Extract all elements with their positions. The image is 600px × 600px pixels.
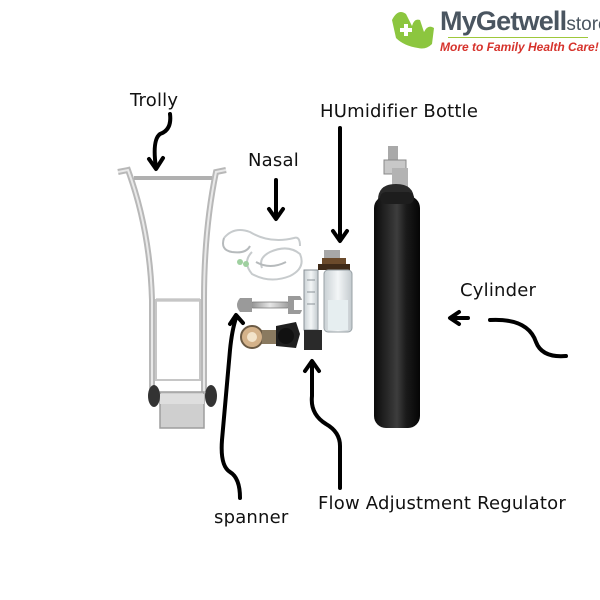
brand-divider <box>448 37 588 38</box>
label-nasal: Nasal <box>248 150 299 171</box>
brand-name: MyGetwellstore® <box>440 6 600 37</box>
label-cylinder: Cylinder <box>460 280 537 301</box>
arrow-icon <box>147 112 568 500</box>
nasal-cannula-image <box>222 229 303 281</box>
label-flow-regulator: Flow Adjustment Regulator <box>318 493 566 514</box>
spanner-image <box>237 296 304 314</box>
humidifier-bottle-image <box>318 250 353 333</box>
oxygen-cylinder-image <box>374 146 420 428</box>
flow-regulator-image <box>240 269 322 350</box>
brand-tagline: More to Family Health Care! <box>440 40 599 54</box>
label-humidifier-bottle: HUmidifier Bottle <box>320 101 479 122</box>
label-trolly: Trolly <box>130 90 179 111</box>
trolly-image <box>117 166 227 429</box>
brand-name-main: MyGetwell <box>440 6 567 36</box>
label-spanner: spanner <box>214 507 289 528</box>
hand-cross-logo-icon <box>392 12 434 49</box>
brand-name-suffix: store <box>566 14 600 35</box>
